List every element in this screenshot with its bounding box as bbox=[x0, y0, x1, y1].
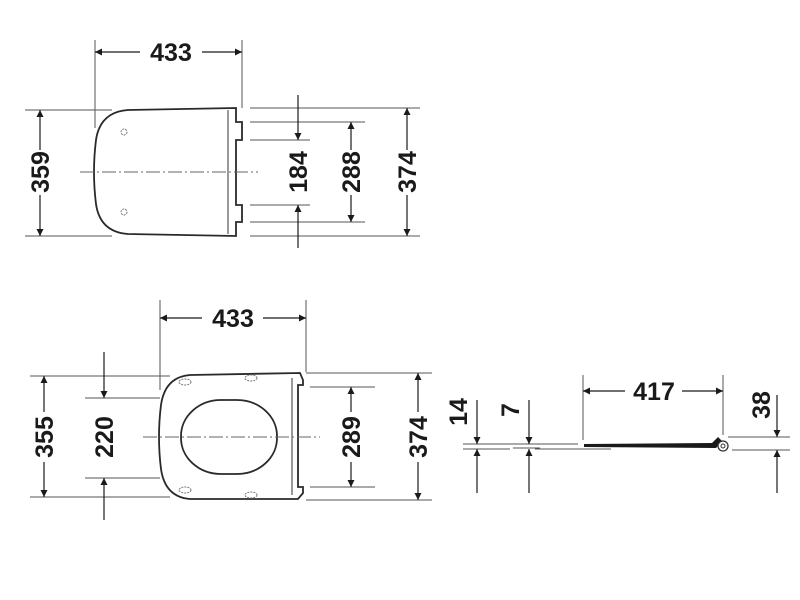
dimension-hinge-height: 38 bbox=[748, 391, 776, 419]
dimension-lid-thickness: 14 bbox=[445, 398, 473, 426]
hinge-icon bbox=[717, 440, 729, 452]
dimension-inner-right: 289 bbox=[338, 416, 366, 458]
dimension-width: 433 bbox=[212, 305, 254, 333]
dimension-depth-left: 359 bbox=[27, 151, 55, 193]
bottom-view: 433 355 220 289 374 bbox=[30, 300, 433, 520]
side-view: 14 7 417 38 bbox=[445, 375, 790, 493]
dimension-length: 417 bbox=[633, 378, 675, 406]
dimension-width: 433 bbox=[150, 39, 192, 67]
seat-top-outline bbox=[93, 107, 243, 237]
dimension-depth-right: 374 bbox=[394, 151, 422, 193]
seat-side-profile bbox=[584, 437, 722, 448]
bumper-hole bbox=[120, 208, 128, 216]
bumper-slot bbox=[244, 374, 258, 382]
bumper-slot bbox=[178, 486, 192, 494]
dimension-depth-left: 355 bbox=[31, 416, 59, 458]
bumper-slot bbox=[178, 378, 192, 386]
dimension-opening: 220 bbox=[91, 416, 119, 458]
top-view: 433 359 184 288 374 bbox=[25, 39, 422, 248]
dimension-depth-right: 374 bbox=[405, 416, 433, 458]
bumper-slot bbox=[244, 491, 258, 499]
seat-bottom-outline bbox=[158, 372, 304, 500]
dimension-seat-thickness: 7 bbox=[497, 403, 525, 417]
dimension-hinge-outer: 288 bbox=[338, 151, 366, 193]
bumper-hole bbox=[120, 128, 128, 136]
dimension-hinge-inner: 184 bbox=[285, 151, 313, 193]
